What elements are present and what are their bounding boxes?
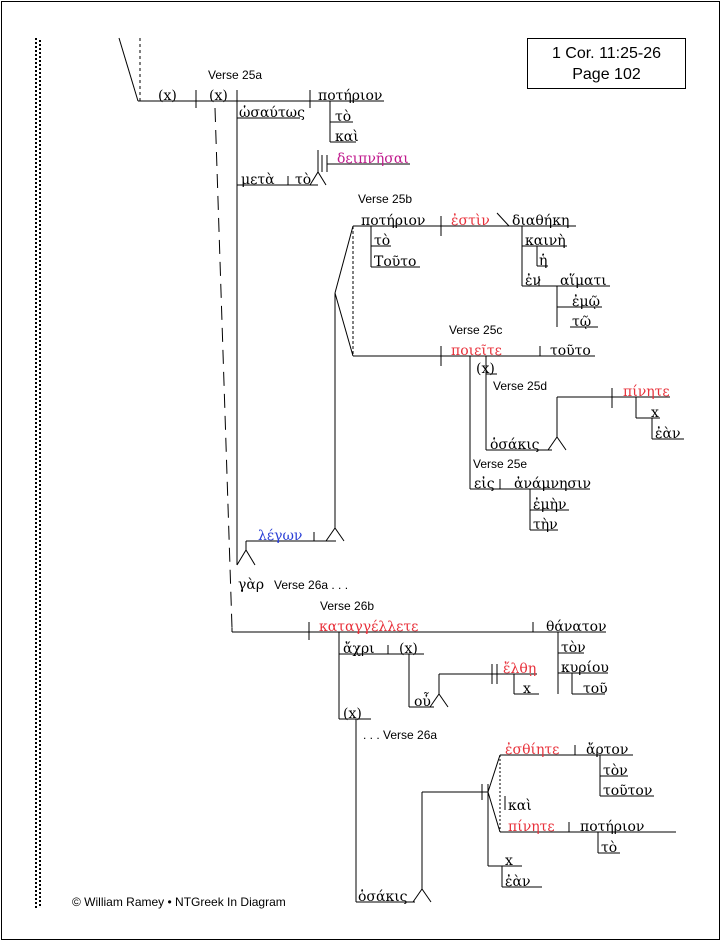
word-anamnesin: ἀνάμνησιν bbox=[514, 475, 591, 492]
word-poieite: ποιεῖτε bbox=[451, 343, 502, 359]
word-haimati: αἵματι bbox=[560, 272, 607, 289]
word-thanaton: θάνατον bbox=[546, 619, 607, 635]
word-ton-1: τὸν bbox=[561, 640, 586, 656]
word-x8: x bbox=[505, 853, 513, 869]
word-diatheke: διαθήκη bbox=[512, 213, 569, 229]
reference-page: Page 102 bbox=[572, 66, 641, 83]
label-verse-25b: Verse 25b bbox=[358, 192, 412, 206]
word-touto-1: Τοῦτο bbox=[374, 254, 416, 270]
word-to-3: τὸ bbox=[374, 233, 390, 249]
word-achri: ἄχρι bbox=[343, 640, 375, 657]
word-ton-2: τὸν bbox=[603, 763, 628, 779]
word-estin: ἐστὶν bbox=[451, 212, 490, 229]
word-to-2: τὸ bbox=[295, 172, 311, 188]
word-hou: οὗ bbox=[414, 691, 431, 710]
word-hosautos: ὡσαύτως bbox=[239, 104, 305, 121]
word-he: ἡ bbox=[539, 252, 547, 269]
word-x4: x bbox=[651, 405, 659, 421]
word-kaine: καινὴ bbox=[525, 233, 566, 249]
word-touton: τοῦτον bbox=[603, 783, 652, 799]
word-poterion-3: ποτήριον bbox=[580, 819, 644, 835]
word-to-4: τῷ bbox=[572, 314, 591, 330]
label-verse-25a: Verse 25a bbox=[208, 68, 262, 82]
word-ean-1: ἐὰν bbox=[655, 425, 680, 442]
copyright-notice: © William Ramey • NTGreek In Diagram bbox=[72, 895, 286, 909]
word-tou: τοῦ bbox=[583, 681, 608, 697]
word-emo: ἐμῷ bbox=[572, 293, 600, 310]
label-verse-26a: Verse 26a . . . bbox=[274, 578, 348, 592]
word-arton: ἄρτον bbox=[586, 741, 628, 758]
left-chain-border bbox=[35, 38, 41, 908]
word-katangellete: καταγγέλλετε bbox=[319, 618, 418, 635]
label-verse-25c: Verse 25c bbox=[449, 323, 502, 337]
word-gar: γὰρ bbox=[238, 577, 264, 593]
reference-box: 1 Cor. 11:25-26 Page 102 bbox=[527, 38, 686, 89]
word-elthe: ἔλθῃ bbox=[503, 660, 536, 677]
word-touto-2: τοῦτο bbox=[550, 343, 591, 359]
word-ten: τὴν bbox=[533, 517, 558, 533]
verse-labels: Verse 25a Verse 25b Verse 25c Verse 25d … bbox=[208, 68, 547, 742]
word-deipnesai: δειπνῆσαι bbox=[337, 151, 409, 167]
word-kyriou: κυρίου bbox=[561, 659, 609, 676]
word-kai-2: καὶ bbox=[508, 797, 532, 814]
label-verse-26a-cont: . . . Verse 26a bbox=[363, 728, 437, 742]
word-legon: λέγων bbox=[258, 527, 302, 544]
diagram-lines bbox=[118, 37, 684, 903]
word-x5: (x) bbox=[399, 641, 418, 657]
word-hosakis-2: ὁσάκις bbox=[358, 888, 408, 905]
word-ean-2: ἐὰν bbox=[505, 873, 530, 890]
word-en: ἐν bbox=[525, 272, 541, 289]
word-kai-1: καὶ bbox=[335, 128, 359, 145]
word-emen: ἐμὴν bbox=[533, 496, 567, 513]
word-to-5: τὸ bbox=[601, 840, 617, 856]
diagram-words: (x) (x) ποτήριον ὡσαύτως τὸ καὶ δειπνῆσα… bbox=[158, 88, 680, 905]
word-poterion-1: ποτήριον bbox=[318, 88, 382, 104]
word-esthiete: ἐσθίητε bbox=[505, 741, 559, 758]
word-pinete-2: πίνητε bbox=[508, 818, 555, 835]
word-x2: (x) bbox=[209, 88, 228, 104]
label-verse-26b: Verse 26b bbox=[320, 599, 374, 613]
word-hosakis-1: ὁσάκις bbox=[490, 436, 540, 453]
reference-verse: 1 Cor. 11:25-26 bbox=[551, 45, 662, 62]
word-x1: (x) bbox=[158, 88, 177, 104]
word-x7: (x) bbox=[343, 706, 362, 722]
word-to-1: τὸ bbox=[335, 109, 351, 125]
word-pinete-1: πίνητε bbox=[623, 383, 670, 400]
word-meta: μετὰ bbox=[241, 172, 275, 188]
word-x6: x bbox=[523, 681, 531, 697]
word-poterion-2: ποτήριον bbox=[361, 213, 425, 229]
word-eis: εἰς bbox=[474, 475, 495, 492]
label-verse-25e: Verse 25e bbox=[473, 457, 527, 471]
label-verse-25d: Verse 25d bbox=[493, 379, 547, 393]
word-x3: (x) bbox=[476, 361, 495, 377]
